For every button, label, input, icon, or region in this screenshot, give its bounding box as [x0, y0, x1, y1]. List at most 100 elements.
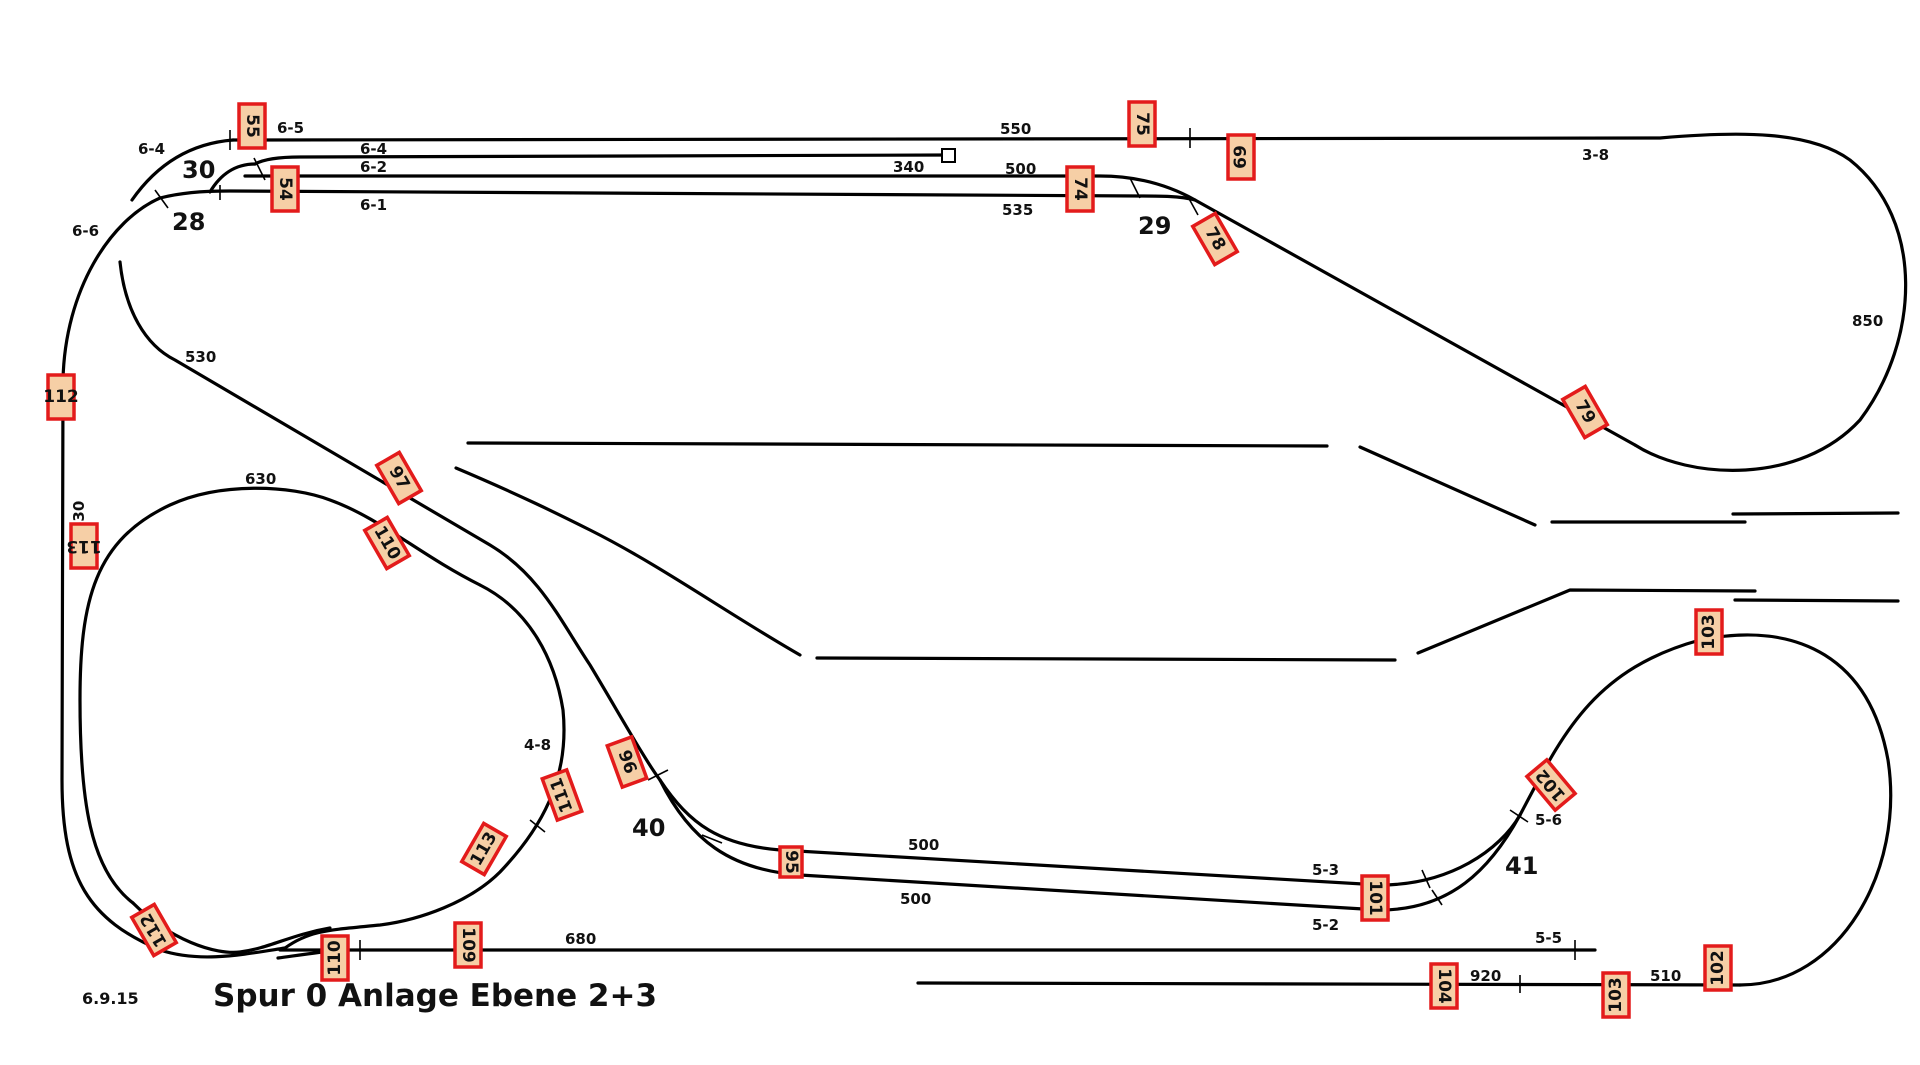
block-marker-box: [1703, 944, 1733, 992]
track-6-5: [231, 132, 1908, 472]
separation-ticks: [154, 128, 1576, 993]
block-marker-label: 54: [275, 177, 295, 201]
track-6-6: [60, 196, 287, 959]
block-marker-box: [374, 450, 424, 506]
block-marker-label: 113: [66, 536, 102, 556]
track-middle-8: [1733, 598, 1900, 603]
track-middle-1: [466, 441, 1329, 448]
length-label: 510: [1650, 967, 1681, 985]
text-layer: 28 29 30 40 41 6-4 6-5 6-6 6-4 6-2 6-1 3…: [70, 119, 1883, 1014]
block-marker-110: 110: [362, 515, 412, 571]
track-530: [118, 260, 662, 782]
track-label: 5-3: [1312, 861, 1339, 879]
block-marker-label: 74: [1070, 177, 1090, 201]
track-6-1: [158, 189, 1197, 202]
length-label: 340: [893, 158, 924, 176]
length-label: 550: [1000, 120, 1031, 138]
track-middle-6: [815, 656, 1397, 662]
track-label: 6-1: [360, 196, 387, 214]
block-marker-box: [1065, 165, 1095, 213]
track-label: 6-2: [360, 158, 387, 176]
track-label: 5-2: [1312, 916, 1339, 934]
block-marker-box: [1190, 211, 1240, 267]
track-label: 6-4: [138, 140, 165, 158]
block-marker-label: 103: [1606, 977, 1626, 1013]
track-6-4-stub: [253, 153, 950, 166]
tick: [1421, 869, 1431, 889]
block-marker-label: 69: [1231, 145, 1251, 169]
block-marker-102: 102: [1703, 944, 1733, 992]
length-label: 630: [245, 470, 276, 488]
track-label: 6-4: [360, 140, 387, 158]
block-marker-104: 104: [1429, 962, 1459, 1010]
tick: [1431, 889, 1443, 906]
block-marker-box: [320, 934, 350, 982]
track-loop-630: [78, 486, 482, 905]
track-middle-4: [1731, 511, 1900, 516]
block-marker-102: 102: [1524, 757, 1578, 813]
section-number: 40: [632, 814, 665, 842]
tick: [154, 189, 169, 209]
block-marker-74: 74: [1065, 165, 1095, 213]
block-marker-55: 55: [237, 102, 267, 150]
length-label: 500: [908, 836, 939, 854]
block-marker-113: 113: [459, 821, 509, 877]
tick: [647, 769, 669, 781]
buffer-stop: [941, 148, 956, 163]
block-marker-101: 101: [1360, 874, 1390, 922]
length-label: 920: [1470, 967, 1501, 985]
block-marker-label: 103: [1699, 614, 1719, 650]
tick: [1186, 194, 1199, 216]
block-marker-box: [1429, 962, 1459, 1010]
section-number: 30: [182, 156, 215, 184]
track-label: 3-8: [1582, 146, 1609, 164]
block-marker-label: 75: [1132, 112, 1152, 136]
block-marker-box: [1127, 100, 1157, 148]
block-marker-54: 54: [270, 165, 300, 213]
section-number: 29: [1138, 212, 1171, 240]
tick: [701, 834, 723, 844]
block-marker-79: 79: [1560, 384, 1610, 440]
block-marker-box: [129, 902, 179, 958]
block-marker-box: [605, 734, 649, 790]
block-marker-label: 110: [325, 940, 345, 976]
block-marker-label: 112: [43, 387, 79, 407]
block-marker-78: 78: [1190, 211, 1240, 267]
block-marker-label: 101: [1365, 880, 1385, 916]
track-30-spur: [208, 162, 257, 194]
track-6-4-curve: [130, 138, 235, 202]
block-marker-box: [1226, 133, 1256, 181]
block-marker-95: 95: [778, 845, 804, 879]
block-marker-label: 55: [242, 114, 262, 138]
block-marker-label: 104: [1434, 968, 1454, 1004]
track-middle-5: [454, 466, 802, 657]
block-marker-109: 109: [453, 921, 483, 969]
tick: [1509, 809, 1529, 823]
block-marker-box: [237, 102, 267, 150]
track-label: 6-5: [277, 119, 304, 137]
track-loop-103: [1518, 633, 1893, 987]
block-marker-box: [270, 165, 300, 213]
block-marker-112: 112: [129, 902, 179, 958]
track-label: 5-6: [1535, 811, 1562, 829]
block-marker-box: [459, 821, 509, 877]
block-marker-box: [1560, 384, 1610, 440]
block-marker-label: 102: [1708, 950, 1728, 986]
block-marker-box: [1601, 971, 1631, 1019]
track-middle-2: [1358, 445, 1537, 527]
block-marker-69: 69: [1226, 133, 1256, 181]
block-marker-box: [540, 767, 584, 823]
track-middle-7: [1416, 588, 1757, 655]
block-marker-103: 103: [1601, 971, 1631, 1019]
block-marker-box: [69, 522, 99, 570]
block-marker-box: [1524, 757, 1578, 813]
length-label: 530: [185, 348, 216, 366]
length-label: 535: [1002, 201, 1033, 219]
block-marker-97: 97: [374, 450, 424, 506]
track-6-2: [243, 174, 1197, 202]
track-label: 5-5: [1535, 929, 1562, 947]
section-number: 28: [172, 208, 205, 236]
plan-date: 6.9.15: [82, 989, 139, 1008]
tick: [253, 157, 266, 181]
